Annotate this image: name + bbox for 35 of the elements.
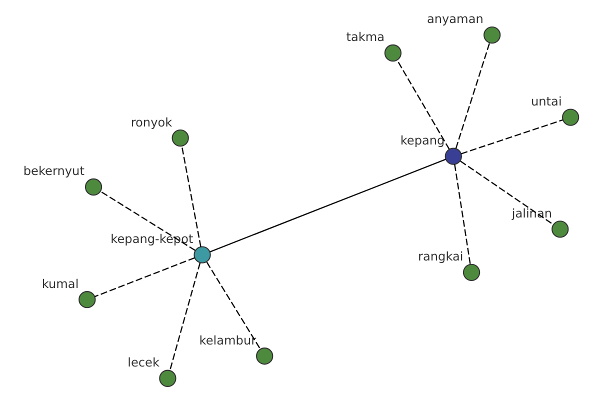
connector: [180, 146, 201, 247]
connector: [94, 257, 194, 298]
node-circle: [256, 348, 273, 365]
connector: [100, 191, 195, 251]
node-label: kumal: [41, 276, 78, 291]
node-label: lecek: [127, 356, 159, 370]
node-circle: [171, 129, 188, 147]
node-circle: [158, 370, 176, 387]
connector: [460, 160, 553, 225]
node-circle: [551, 220, 568, 238]
node-label: ronyok: [130, 115, 172, 130]
connector: [460, 119, 562, 154]
node-label: kepang-kepot: [110, 232, 193, 246]
node-circle: [78, 291, 96, 308]
node-circle: [193, 246, 210, 264]
node-label: rangkai: [418, 250, 463, 264]
node-circle: [84, 178, 102, 196]
connector: [209, 158, 446, 252]
node-label: kepang: [400, 134, 444, 148]
connector: [454, 43, 490, 149]
node-label: untai: [530, 94, 562, 108]
connector: [206, 262, 260, 350]
node-circle: [384, 44, 402, 62]
connector: [396, 60, 450, 150]
node-label: bekernyut: [22, 164, 84, 178]
node-label: kelambur: [198, 333, 256, 348]
node-circle: [561, 108, 579, 126]
connector: [168, 262, 200, 370]
node-circle: [483, 26, 500, 44]
node-label: jalinan: [511, 206, 552, 220]
connector: [454, 164, 470, 264]
node-circle: [462, 264, 480, 282]
node-circle: [444, 148, 462, 165]
node-label: takma: [346, 30, 384, 44]
node-label: anyaman: [426, 12, 483, 26]
